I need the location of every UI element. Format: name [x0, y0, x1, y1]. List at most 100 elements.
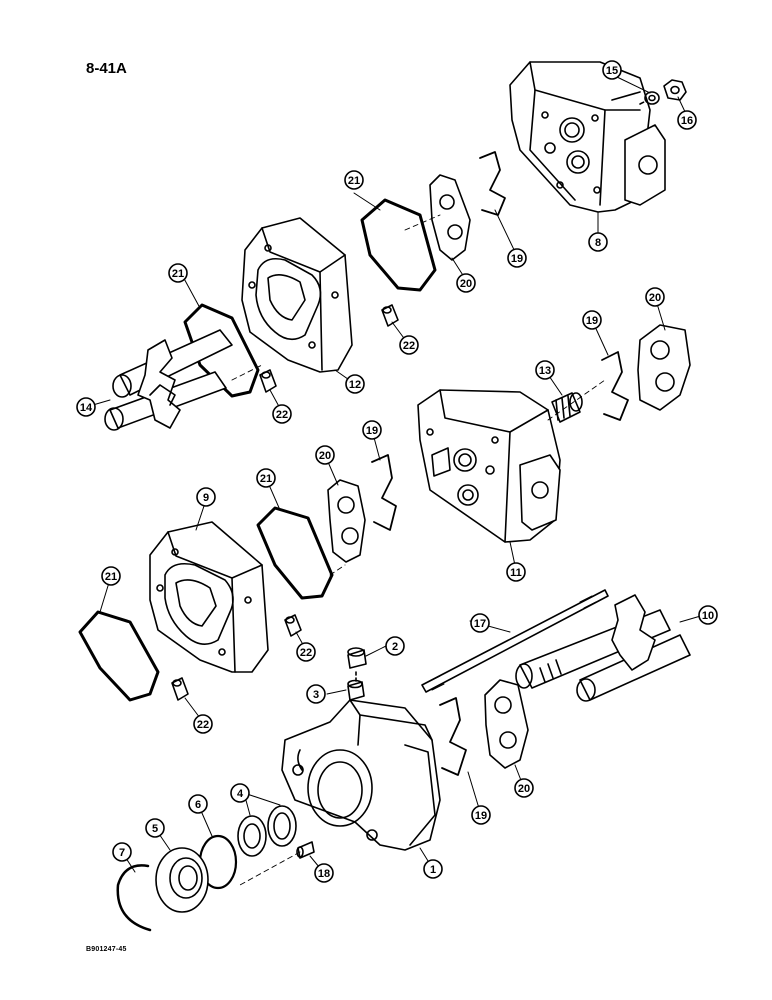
svg-text:20: 20: [649, 292, 661, 304]
svg-text:8: 8: [595, 237, 601, 249]
svg-text:20: 20: [460, 278, 472, 290]
svg-text:21: 21: [260, 473, 272, 485]
wear-plate-20-mid: [327, 479, 366, 563]
callout-15: 15: [602, 60, 622, 80]
svg-text:12: 12: [349, 379, 361, 391]
svg-text:7: 7: [119, 847, 125, 859]
svg-text:13: 13: [539, 365, 551, 377]
svg-text:21: 21: [172, 268, 184, 280]
nut-16: [663, 79, 687, 101]
callout-14: 14: [76, 397, 96, 417]
svg-text:5: 5: [152, 823, 158, 835]
gear-shafts-14: [104, 329, 233, 431]
seal-ring-21-mid: [256, 506, 334, 600]
tie-bolt-17: [421, 589, 609, 693]
drawing-code: B901247-45: [86, 946, 127, 953]
svg-text:21: 21: [105, 571, 117, 583]
wear-plate-20-top: [429, 174, 471, 261]
drive-shafts-10: [515, 594, 691, 702]
gear-housing-9: [149, 521, 269, 673]
front-body-1: [281, 699, 441, 851]
callout-19-mid: 19: [362, 420, 382, 440]
callout-11: 11: [506, 562, 526, 582]
callout-17: 17: [470, 613, 490, 633]
snap-ring-7: [116, 864, 152, 932]
callout-18: 18: [314, 863, 334, 883]
callout-19-mid-right: 19: [582, 310, 602, 330]
seal-19-bottom: [439, 697, 467, 776]
callout-12: 12: [345, 374, 365, 394]
svg-text:22: 22: [276, 409, 288, 421]
svg-text:20: 20: [518, 783, 530, 795]
callout-21-upper-left: 21: [168, 263, 188, 283]
svg-text:22: 22: [197, 719, 209, 731]
callout-22-upper-a: 22: [399, 335, 419, 355]
callout-4: 4: [230, 783, 250, 803]
callout-19-bottom: 19: [471, 805, 491, 825]
callout-22-lower-b: 22: [193, 714, 213, 734]
wear-plate-20-mid-right: [637, 324, 691, 411]
callout-20-bottom: 20: [514, 778, 534, 798]
callout-8: 8: [588, 232, 608, 252]
svg-text:3: 3: [313, 689, 319, 701]
svg-text:19: 19: [511, 253, 523, 265]
svg-text:18: 18: [318, 868, 330, 880]
figure-id: 8-41A: [86, 60, 127, 77]
callout-21-mid: 21: [256, 468, 276, 488]
callout-1: 1: [423, 859, 443, 879]
dowel-22-lower-b: [171, 677, 189, 701]
callout-6: 6: [188, 794, 208, 814]
callout-3: 3: [306, 684, 326, 704]
seal-bearing-4: [237, 805, 297, 857]
plug-2: [347, 647, 367, 669]
callout-20-mid: 20: [315, 445, 335, 465]
seal-19-mid-right: [601, 351, 629, 421]
callout-22-lower-a: 22: [296, 642, 316, 662]
callout-7: 7: [112, 842, 132, 862]
svg-text:16: 16: [681, 115, 693, 127]
callout-20-top: 20: [456, 273, 476, 293]
callouts: 1 2 3 4 5 6 7 8 9 10 11 12 13 14 15 16 1…: [76, 60, 718, 883]
svg-text:2: 2: [392, 641, 398, 653]
seal-ring-21-upper-right: [360, 198, 437, 292]
gear-housing-12: [241, 217, 353, 373]
seal-ring-21-upper-left: [183, 303, 260, 398]
axis-lines: [231, 214, 606, 886]
retainer-5: [155, 847, 209, 913]
callout-2: 2: [385, 636, 405, 656]
svg-text:14: 14: [80, 402, 93, 414]
svg-text:4: 4: [237, 788, 244, 800]
dowel-22-upper-a: [381, 304, 399, 327]
pump-body-11: [417, 389, 561, 543]
callout-16: 16: [677, 110, 697, 130]
screw-18: [296, 841, 315, 859]
svg-text:19: 19: [366, 425, 378, 437]
svg-text:21: 21: [348, 175, 360, 187]
coupling-13: [551, 392, 583, 423]
svg-text:9: 9: [203, 492, 209, 504]
seal-19-top: [479, 151, 506, 216]
washer-15: [644, 91, 660, 105]
dowel-22-lower-a: [284, 614, 302, 637]
svg-text:19: 19: [475, 810, 487, 822]
callout-21-lower: 21: [101, 566, 121, 586]
svg-text:6: 6: [195, 799, 201, 811]
svg-text:11: 11: [510, 567, 522, 579]
rear-cover-8: [509, 61, 666, 213]
callout-10: 10: [698, 605, 718, 625]
svg-text:10: 10: [702, 610, 714, 622]
svg-text:15: 15: [606, 65, 618, 77]
dowel-22-upper-b: [259, 369, 277, 393]
callout-9: 9: [196, 487, 216, 507]
svg-text:22: 22: [403, 340, 415, 352]
callout-5: 5: [145, 818, 165, 838]
callout-20-mid-right: 20: [645, 287, 665, 307]
callout-19-top: 19: [507, 248, 527, 268]
fitting-3: [347, 679, 365, 701]
seal-ring-21-lower: [78, 610, 160, 702]
seal-19-mid: [371, 454, 397, 531]
svg-text:20: 20: [319, 450, 331, 462]
svg-text:17: 17: [474, 618, 486, 630]
svg-text:19: 19: [586, 315, 598, 327]
